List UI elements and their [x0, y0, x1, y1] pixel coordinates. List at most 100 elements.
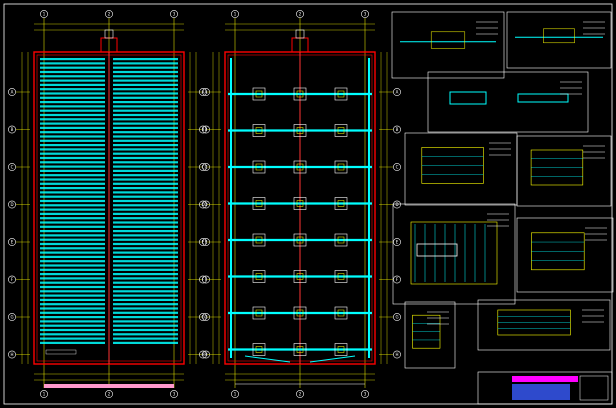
- furniture-row-left: [40, 70, 105, 74]
- furniture-row-left: [40, 113, 105, 117]
- furniture-row-right: [113, 311, 178, 314]
- furniture-row-right: [113, 109, 178, 112]
- furniture-row-right: [113, 174, 178, 177]
- grid-column-bubble-bottom-circle: [296, 390, 304, 398]
- grid-row-bubble-right-label: F: [396, 277, 399, 282]
- footing: [334, 306, 348, 320]
- detail-frame: [391, 11, 505, 79]
- furniture-row-right: [113, 255, 178, 258]
- column-pedestal: [337, 90, 345, 98]
- column-pedestal: [255, 346, 263, 353]
- furniture-row-right: [113, 126, 178, 129]
- furniture-row-left: [40, 268, 105, 271]
- grid-column-bubble-bottom-label: 3: [364, 391, 367, 396]
- grid-column-bubble-bottom-circle: [361, 390, 369, 398]
- furniture-row-left: [40, 105, 105, 108]
- furniture-row-right: [113, 113, 178, 117]
- grid-column-bubble-bottom-circle: [40, 390, 48, 398]
- grid-row-bubble-right-label: B: [205, 127, 208, 132]
- furniture-row-right: [113, 298, 178, 301]
- furniture-row-left: [40, 242, 105, 246]
- footing: [252, 306, 266, 320]
- column-pedestal: [255, 309, 263, 317]
- furniture-row-left: [40, 204, 105, 207]
- footing: [252, 270, 266, 283]
- furniture-row-right: [113, 191, 178, 194]
- furniture-row-left: [40, 182, 105, 185]
- grid-row-bubble-right-circle: [393, 238, 401, 246]
- furniture-row-left: [40, 88, 105, 91]
- furniture-row-right: [113, 208, 178, 211]
- furniture-row-right: [113, 277, 178, 280]
- furniture-row-right: [113, 161, 178, 164]
- grid-row-bubble-left-label: B: [11, 127, 14, 132]
- footing: [293, 306, 307, 320]
- footing: [293, 87, 307, 101]
- furniture-row-left: [40, 311, 105, 314]
- grid-row-bubble-left-label: H: [201, 352, 204, 357]
- furniture-row-left: [40, 92, 105, 95]
- furniture-row-right: [113, 324, 178, 327]
- furniture-row-left: [40, 165, 105, 168]
- furniture-row-right: [113, 75, 178, 78]
- furniture-row-right: [113, 260, 178, 263]
- furniture-row-right: [113, 58, 178, 61]
- grid-column-bubble-bottom-label: 3: [173, 391, 176, 396]
- furniture-row-right: [113, 251, 178, 254]
- column-pedestal: [296, 273, 304, 280]
- furniture-row-left: [40, 217, 105, 220]
- furniture-row-left: [40, 255, 105, 258]
- furniture-row-left: [40, 303, 105, 306]
- grid-row-bubble-left-circle: [199, 163, 207, 171]
- footing: [334, 233, 348, 247]
- grid-column-bubble-top-label: 2: [108, 11, 111, 16]
- furniture-row-right: [113, 169, 178, 172]
- furniture-row-left: [40, 337, 105, 340]
- furniture-row-left: [40, 298, 105, 301]
- furniture-row-left: [40, 131, 105, 134]
- grid-column-bubble-top-circle: [296, 10, 304, 18]
- grid-column-bubble-bottom-circle: [170, 390, 178, 398]
- grid-row-bubble-right-label: E: [205, 239, 208, 244]
- furniture-row-left: [40, 96, 105, 99]
- grid-row-bubble-left-label: D: [10, 202, 13, 207]
- column-block: [416, 243, 458, 257]
- grid-row-bubble-right-label: C: [205, 164, 208, 169]
- grid-column-bubble-top-circle: [231, 10, 239, 18]
- furniture-row-right: [113, 221, 178, 224]
- furniture-row-left: [40, 109, 105, 112]
- furniture-row-left: [40, 294, 105, 297]
- footing: [252, 197, 266, 210]
- grid-row-bubble-right-circle: [393, 275, 401, 284]
- furniture-row-right: [113, 70, 178, 74]
- detail-sheets[interactable]: [391, 11, 614, 369]
- furniture-row-right: [113, 105, 178, 108]
- furniture-row-left: [40, 195, 105, 198]
- furniture-row-right: [113, 144, 178, 147]
- furniture-row-left: [40, 66, 105, 69]
- column-pedestal: [255, 127, 263, 134]
- grid-column-bubble-top-circle: [40, 10, 48, 18]
- grid-row-bubble-left-circle: [8, 238, 16, 246]
- furniture-row-right: [113, 79, 178, 82]
- grid-row-bubble-right-circle: [393, 313, 401, 321]
- detail-frame: [427, 71, 589, 133]
- furniture-row-left: [40, 251, 105, 254]
- grid-column-bubble-top-label: 1: [234, 11, 237, 16]
- title-block[interactable]: [477, 371, 613, 405]
- furniture-row-right: [113, 285, 178, 289]
- column-pedestal: [296, 127, 304, 134]
- footing: [334, 160, 348, 174]
- furniture-row-left: [40, 273, 105, 276]
- scale-bar: [45, 349, 77, 355]
- furniture-row-right: [113, 212, 178, 215]
- column-pedestal: [337, 346, 345, 353]
- furniture-row-left: [40, 101, 105, 104]
- furniture-row-right: [113, 62, 178, 65]
- grid-row-bubble-left-label: E: [202, 239, 205, 244]
- grid-row-bubble-right-label: G: [395, 314, 398, 319]
